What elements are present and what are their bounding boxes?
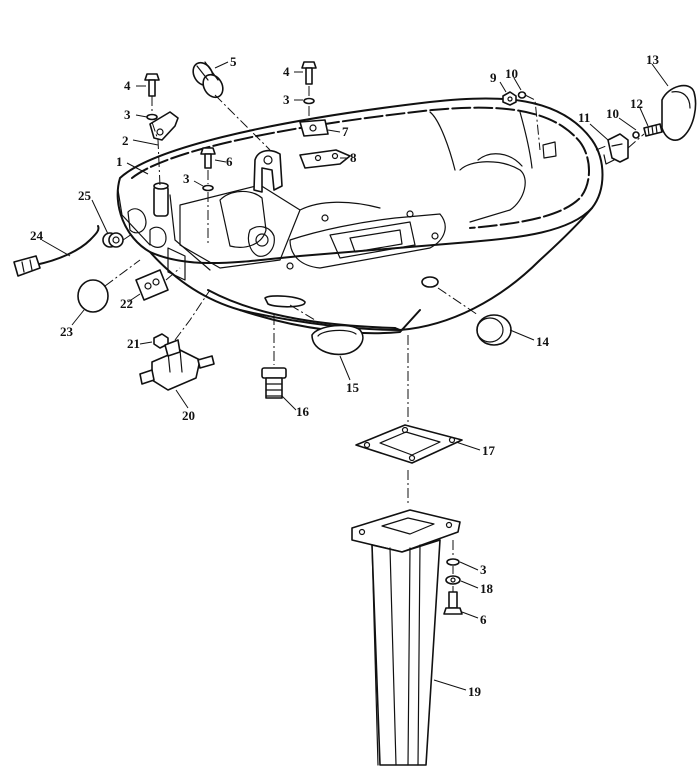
side-grommet-15 [289, 304, 364, 356]
callout-17: 17 [482, 443, 496, 458]
callout-22: 22 [120, 296, 133, 311]
callout-3: 3 [124, 107, 131, 122]
callout-5: 5 [230, 54, 237, 69]
callout-1: 1 [116, 154, 123, 169]
cable-clamp [253, 149, 283, 193]
round-plug-23 [77, 259, 141, 313]
callout-23: 23 [60, 324, 74, 339]
callout-4: 4 [124, 78, 131, 93]
callout-19: 19 [468, 684, 482, 699]
latch-assembly [502, 84, 697, 165]
cable-grommet [102, 231, 136, 248]
leader-lines [41, 61, 669, 691]
callout-7: 7 [342, 124, 349, 139]
lower-fasteners [443, 540, 463, 615]
fuel-connector [139, 289, 215, 391]
drain-plug [261, 315, 287, 399]
callout-25: 25 [78, 188, 92, 203]
bolt-left [144, 73, 179, 187]
round-plug-14 [437, 287, 512, 346]
gasket [355, 335, 463, 505]
callout-4: 4 [283, 64, 290, 79]
callout-9: 9 [490, 70, 497, 85]
callout-20: 20 [182, 408, 195, 423]
double-grommet-22 [135, 267, 181, 301]
callout-2: 2 [122, 133, 129, 148]
callout-6: 6 [226, 154, 233, 169]
grommet [192, 61, 271, 151]
post-boss [153, 182, 169, 217]
callout-3: 3 [283, 92, 290, 107]
callout-3: 3 [480, 562, 487, 577]
callout-3: 3 [183, 171, 190, 186]
callout-13: 13 [646, 52, 660, 67]
callout-21: 21 [127, 336, 140, 351]
callout-15: 15 [346, 380, 360, 395]
callout-18: 18 [480, 581, 494, 596]
callout-12: 12 [630, 96, 643, 111]
callout-8: 8 [350, 150, 357, 165]
callout-16: 16 [296, 404, 310, 419]
callout-24: 24 [30, 228, 44, 243]
callout-10: 10 [606, 106, 619, 121]
callout-10: 10 [505, 66, 518, 81]
kill-switch-cable [13, 225, 100, 277]
callout-11: 11 [578, 110, 590, 125]
callout-14: 14 [536, 334, 550, 349]
callout-6: 6 [480, 612, 487, 627]
lower-cowl [116, 97, 604, 335]
drive-shaft-housing [351, 509, 461, 766]
callout-labels: 1 2 3 4 5 4 3 7 8 6 3 9 10 13 11 10 12 2… [30, 52, 660, 699]
bolt-center [299, 61, 351, 169]
bolt-6-upper [200, 147, 216, 245]
